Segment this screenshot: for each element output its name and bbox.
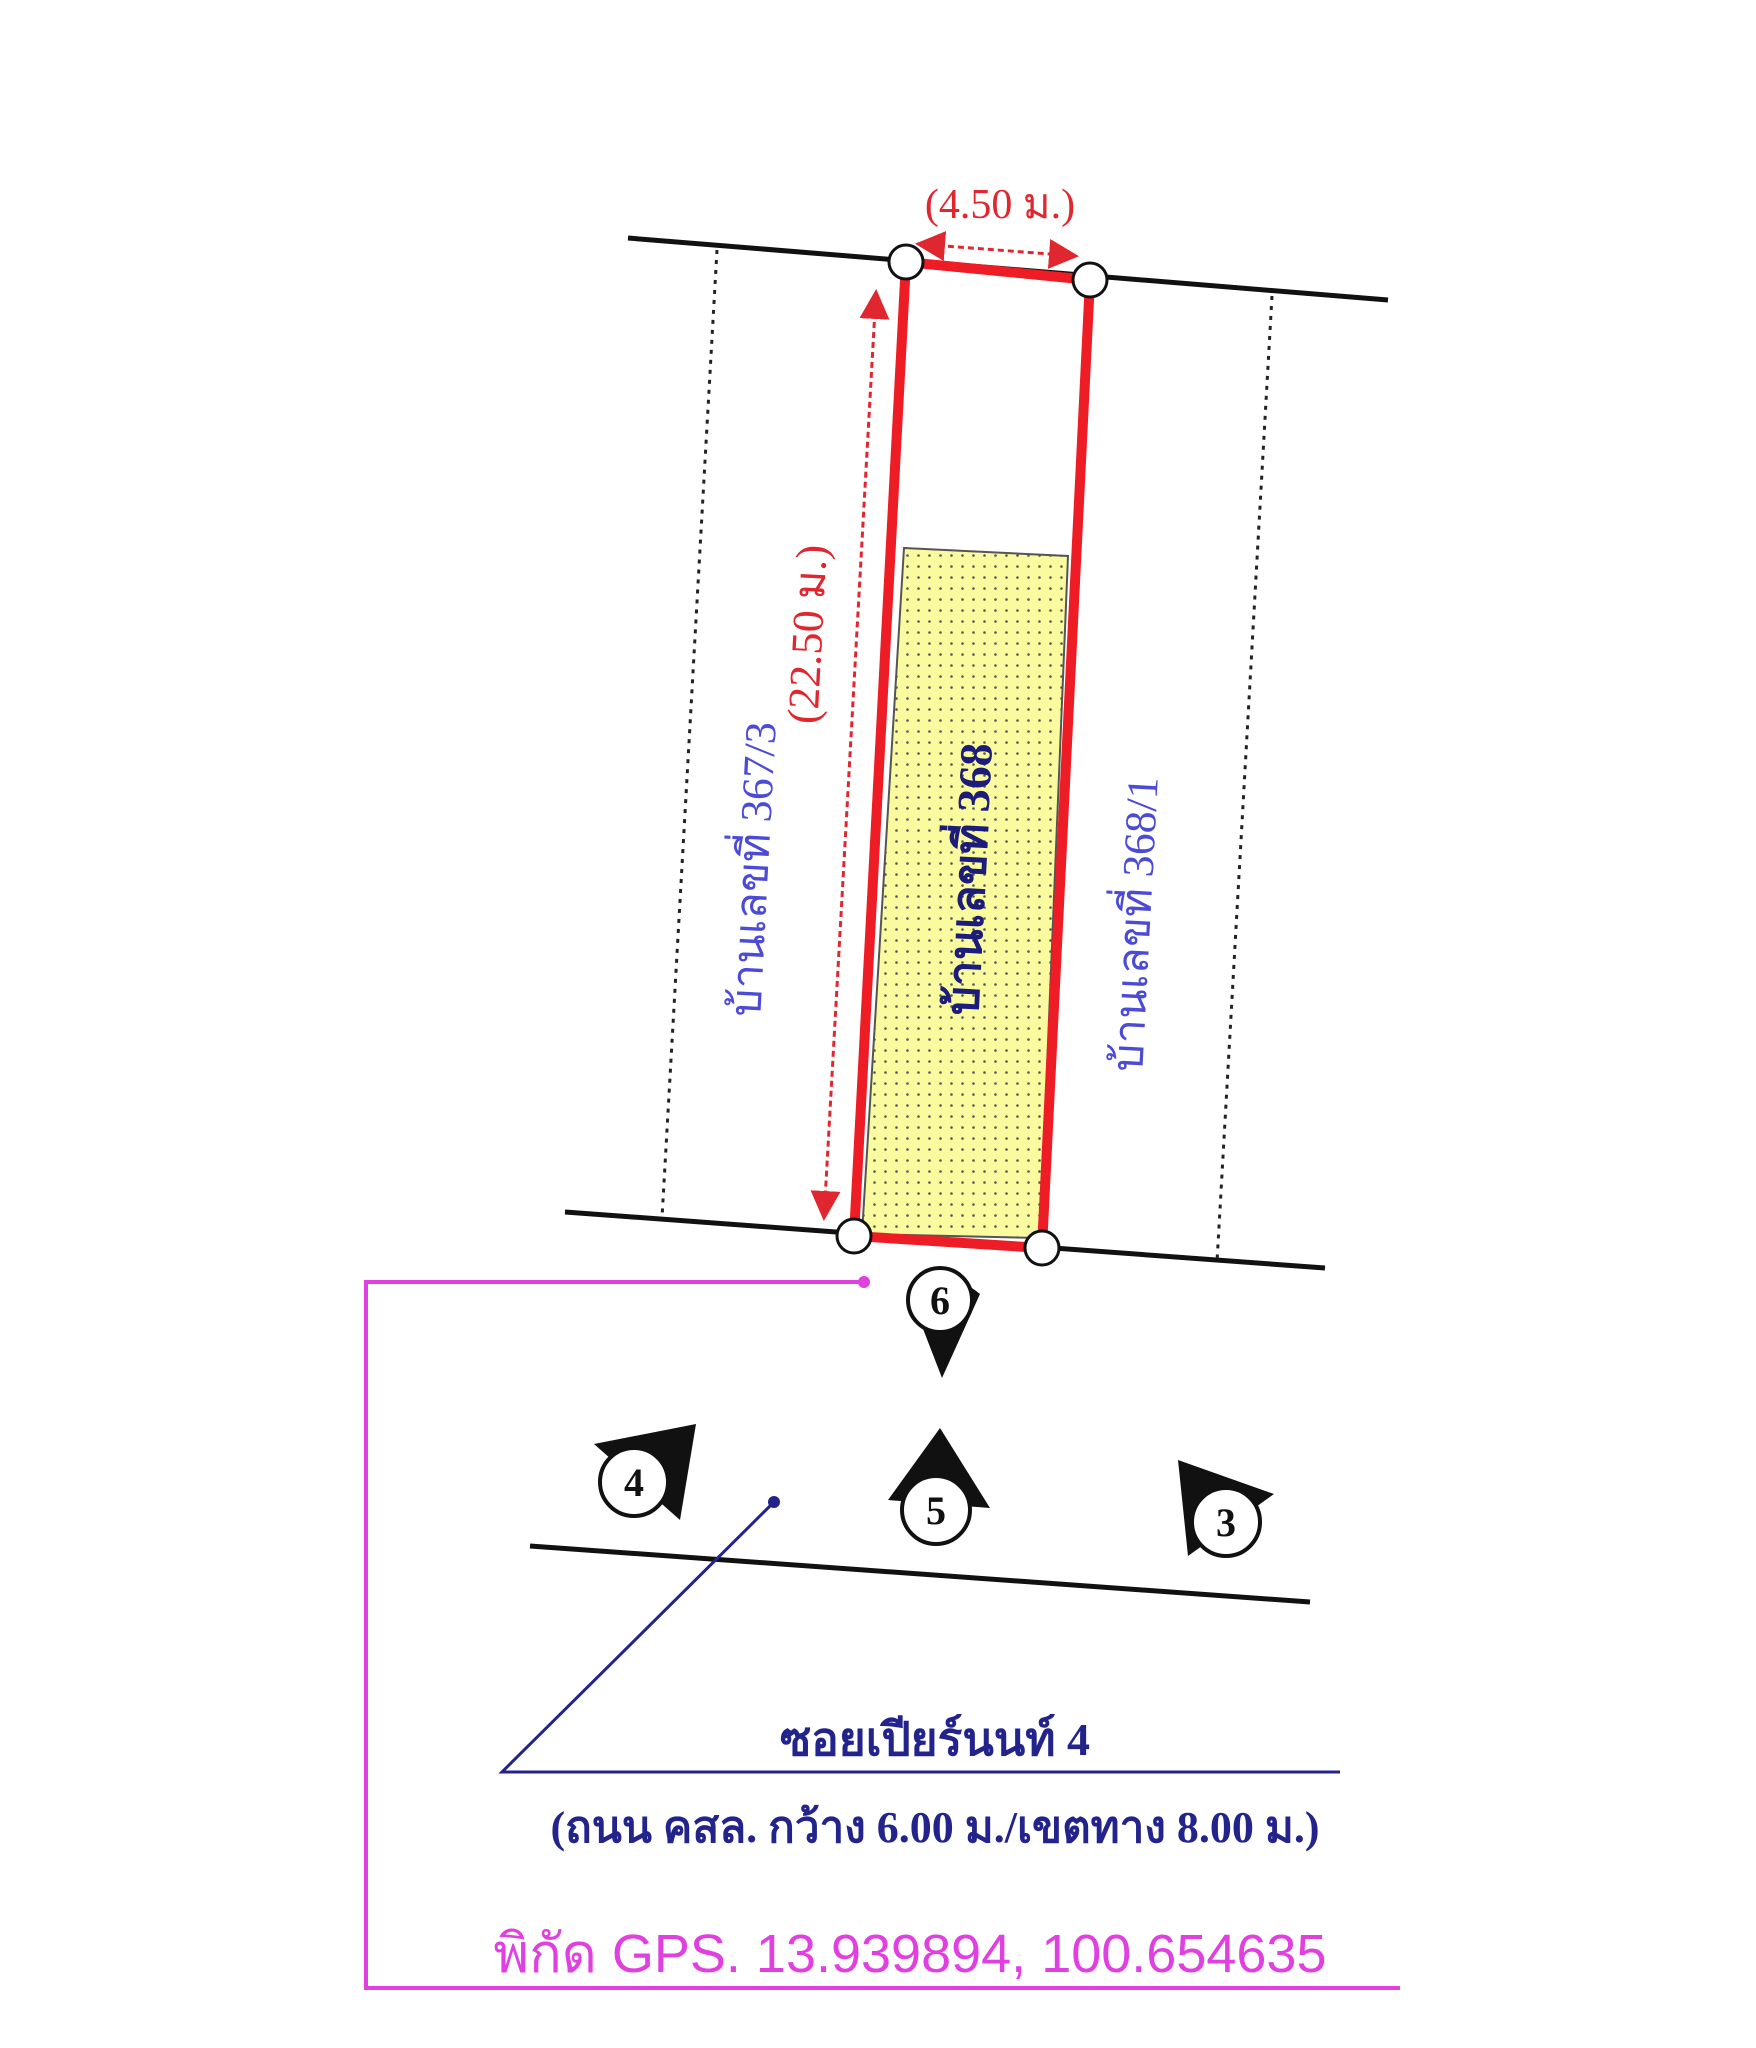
photo-point-5-number: 5 xyxy=(926,1488,946,1533)
depth-dimension-arrow xyxy=(810,289,890,1221)
road-leader-line xyxy=(498,1500,1340,1774)
corner-peg-bottom-left xyxy=(835,1217,873,1255)
photo-point-6: 6 xyxy=(906,1266,980,1378)
gps-coordinates: พิกัด GPS. 13.939894, 100.654635 xyxy=(494,1924,1327,1984)
gps-callout-dot xyxy=(858,1276,870,1288)
road-detail: (ถนน คสล. กว้าง 6.00 ม./เขตทาง 8.00 ม.) xyxy=(550,1803,1319,1852)
right-neighbor-dotted-line xyxy=(1215,295,1274,1263)
gps-callout-frame xyxy=(364,1280,1400,1990)
depth-label: (22.50 ม.) xyxy=(778,543,836,725)
width-label: (4.50 ม.) xyxy=(925,182,1075,228)
photo-point-4: 4 xyxy=(594,1424,696,1520)
photo-point-3: 3 xyxy=(1178,1460,1274,1558)
corner-peg-top-left xyxy=(887,243,925,281)
left-neighbor-dotted-line xyxy=(660,249,719,1219)
road-name: ซอยเปียร์นนท์ 4 xyxy=(780,1713,1090,1765)
road-edge-line xyxy=(529,1543,1311,1605)
photo-point-5: 5 xyxy=(888,1428,990,1546)
photo-point-3-number: 3 xyxy=(1216,1500,1236,1545)
corner-peg-bottom-right xyxy=(1023,1229,1061,1267)
left-neighbor-label: บ้านเลขที่ 367/3 xyxy=(714,720,785,1018)
corner-peg-top-right xyxy=(1071,261,1109,299)
photo-point-6-number: 6 xyxy=(930,1278,950,1323)
width-dimension-arrow xyxy=(915,231,1079,269)
photo-point-4-number: 4 xyxy=(624,1460,644,1505)
right-neighbor-label: บ้านเลขที่ 368/1 xyxy=(1096,775,1167,1073)
